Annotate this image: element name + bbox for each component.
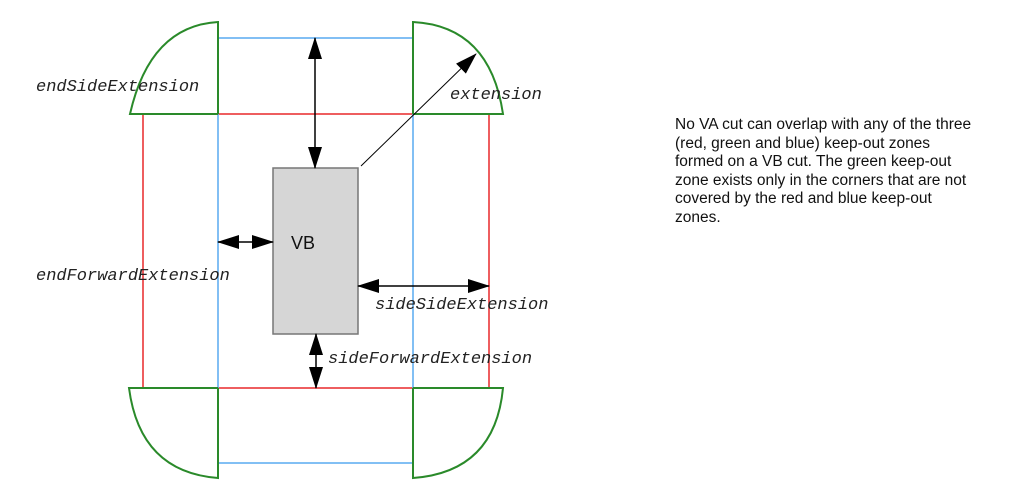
end-side-extension-label: endSideExtension bbox=[36, 78, 199, 97]
green-corner-top-right bbox=[412, 20, 505, 115]
vb-cut-box bbox=[272, 167, 359, 335]
green-corner-top-left bbox=[128, 20, 219, 115]
extension-label: extension bbox=[450, 86, 542, 105]
explanation-note: No VA cut can overlap with any of the th… bbox=[675, 116, 972, 226]
side-side-extension-label: sideSideExtension bbox=[375, 296, 548, 315]
end-forward-extension-label: endForwardExtension bbox=[36, 267, 230, 286]
green-keep-out-zones bbox=[127, 20, 505, 480]
extension-arrow bbox=[360, 53, 477, 167]
green-corner-bottom-left bbox=[127, 387, 219, 480]
vb-label: VB bbox=[291, 233, 315, 253]
green-corner-bottom-right bbox=[412, 387, 505, 480]
side-forward-extension-label: sideForwardExtension bbox=[328, 350, 532, 369]
